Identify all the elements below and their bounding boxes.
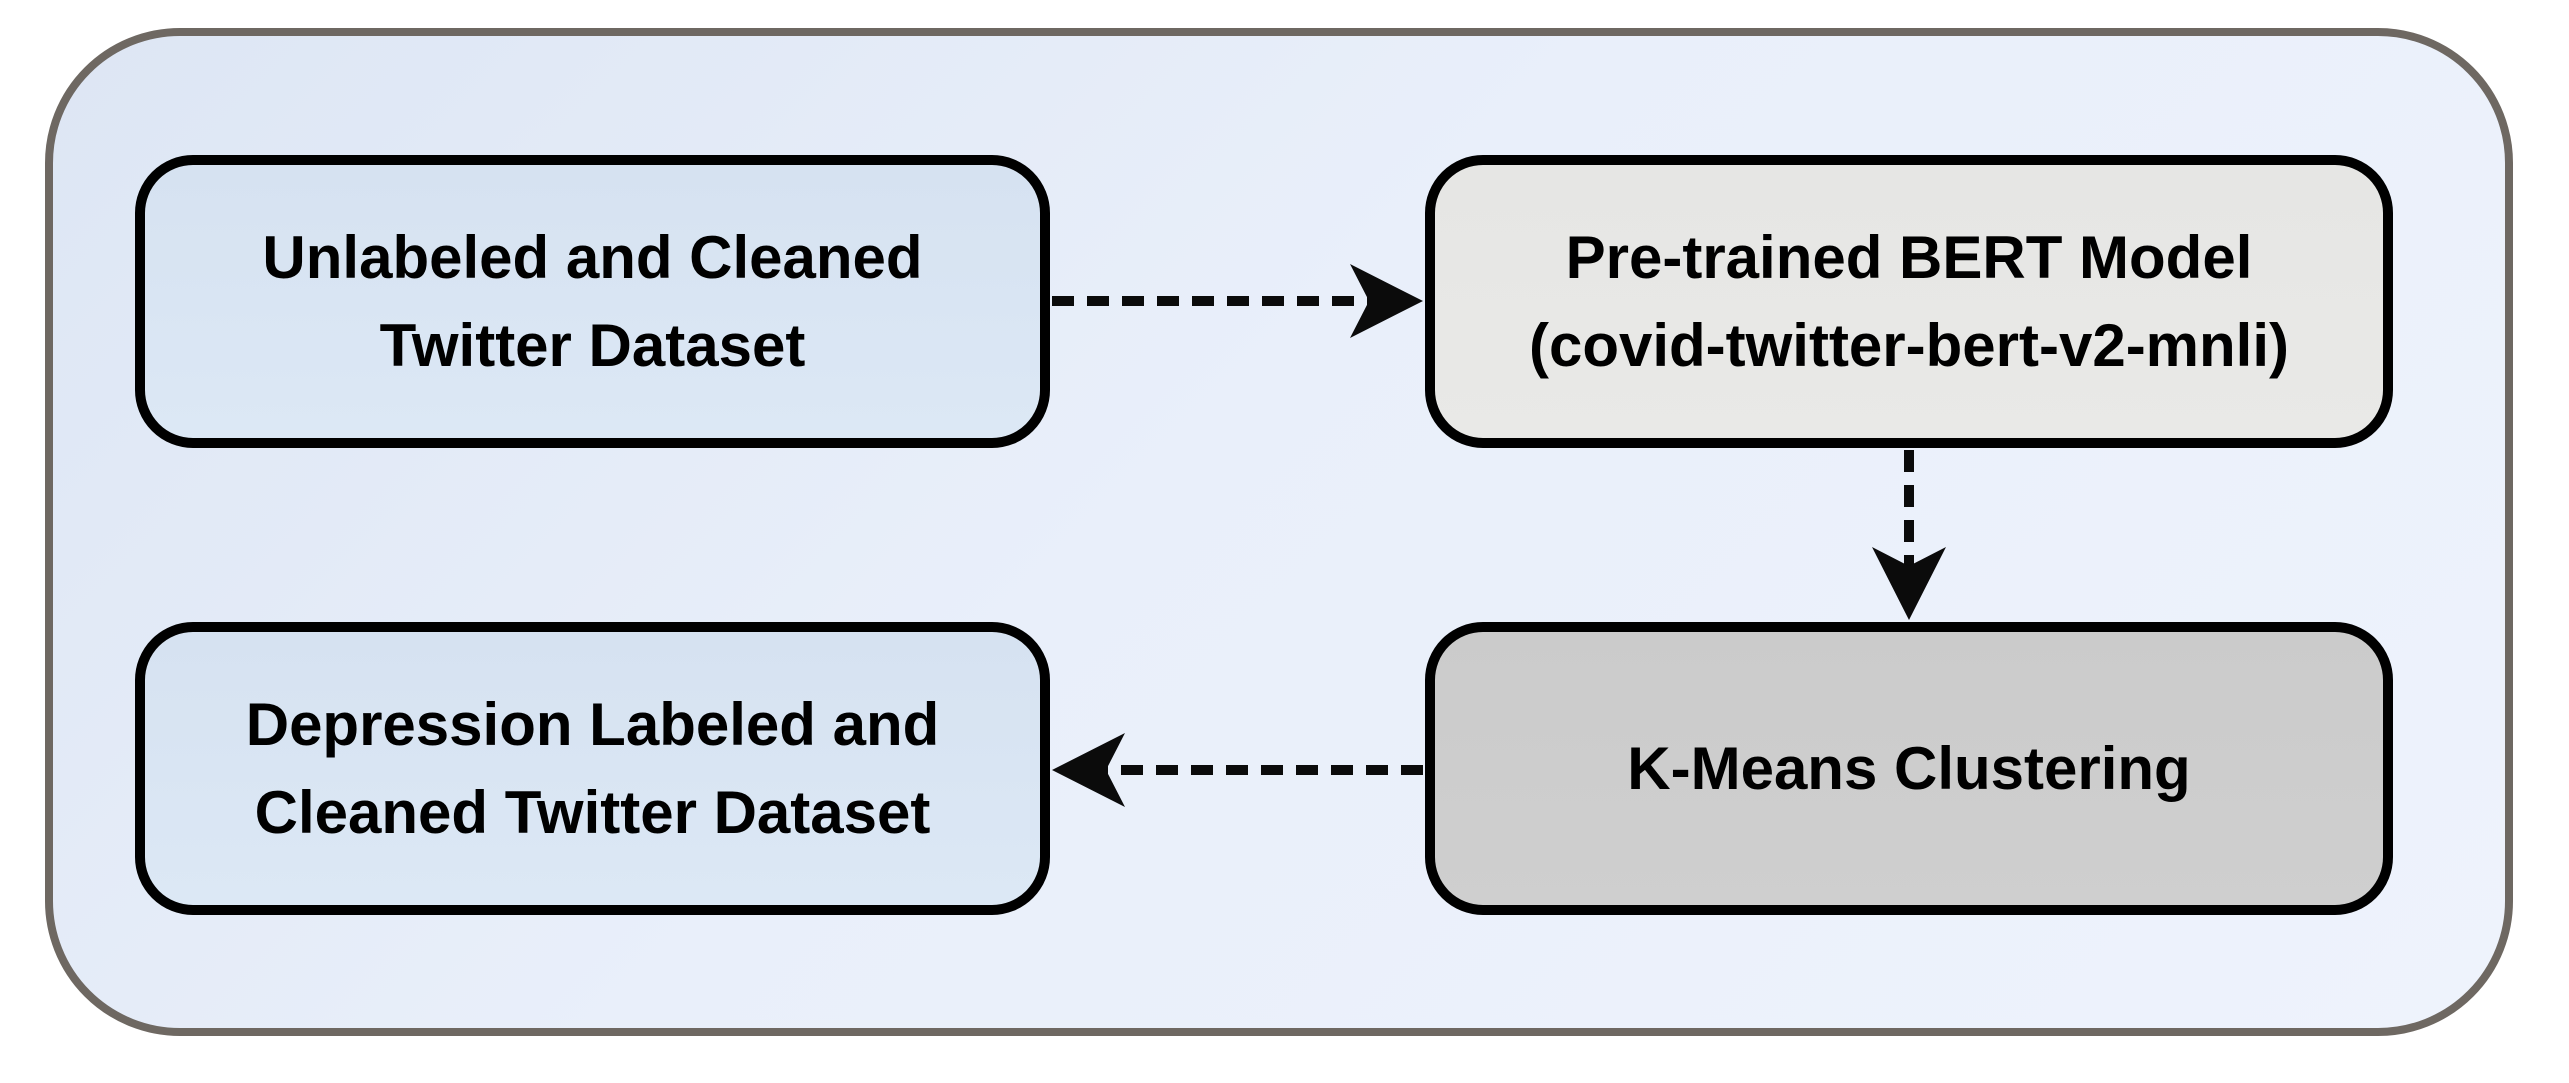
node-pretrained-bert-model: Pre-trained BERT Model (covid-twitter-be… bbox=[1425, 155, 2393, 448]
node-label: Unlabeled and Cleaned Twitter Dataset bbox=[262, 214, 922, 390]
node-label-line-1: Depression Labeled and bbox=[245, 690, 940, 758]
node-unlabeled-twitter-dataset: Unlabeled and Cleaned Twitter Dataset bbox=[135, 155, 1050, 448]
node-label-line-1: Unlabeled and Cleaned bbox=[262, 223, 923, 291]
node-label: K-Means Clustering bbox=[1627, 725, 2190, 813]
node-label-line-1: K-Means Clustering bbox=[1627, 734, 2191, 802]
node-label: Pre-trained BERT Model (covid-twitter-be… bbox=[1529, 214, 2289, 390]
node-depression-labeled-dataset: Depression Labeled and Cleaned Twitter D… bbox=[135, 622, 1050, 915]
node-label: Depression Labeled and Cleaned Twitter D… bbox=[246, 681, 940, 857]
node-kmeans-clustering: K-Means Clustering bbox=[1425, 622, 2393, 915]
node-label-line-2: Cleaned Twitter Dataset bbox=[254, 778, 931, 846]
node-label-line-2: Twitter Dataset bbox=[379, 311, 806, 379]
node-label-line-2: (covid-twitter-bert-v2-mnli) bbox=[1528, 311, 2290, 379]
node-label-line-1: Pre-trained BERT Model bbox=[1565, 223, 2253, 291]
